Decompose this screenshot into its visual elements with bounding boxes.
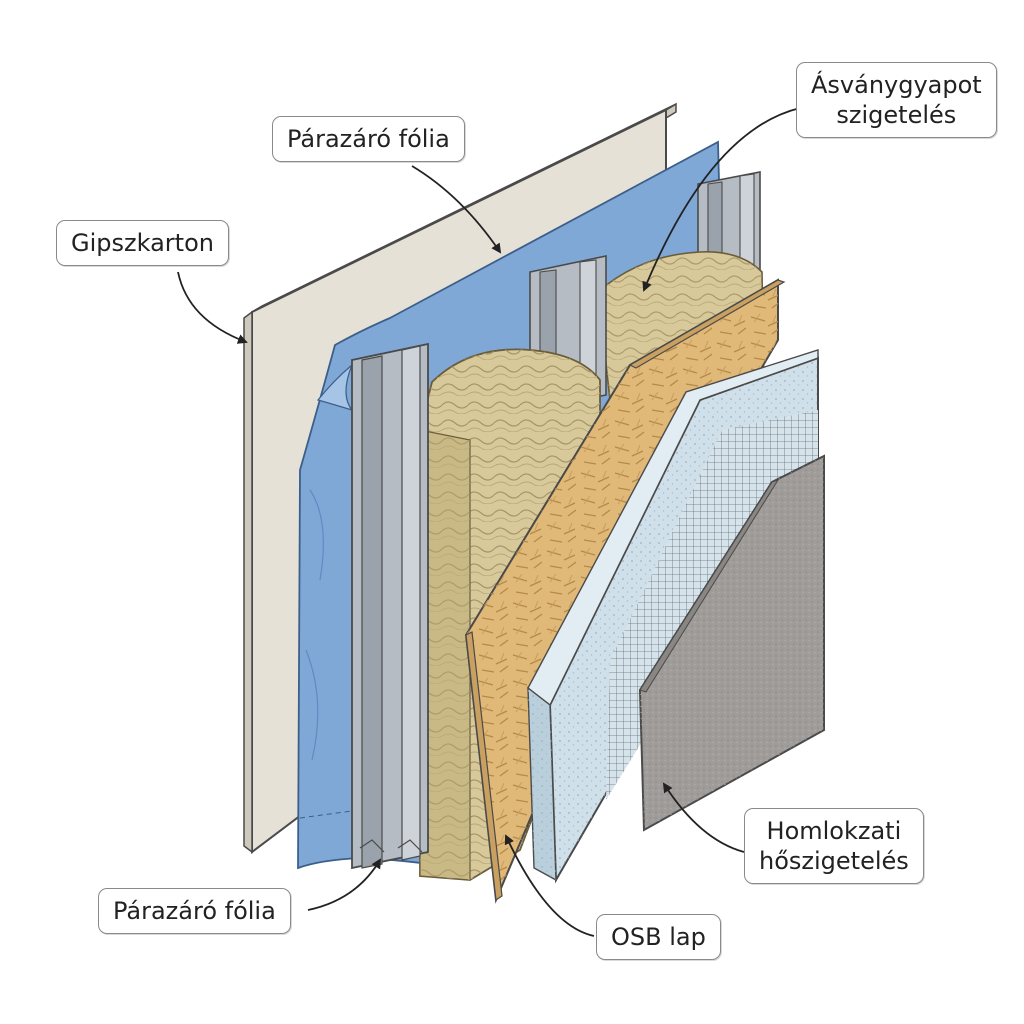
label-parazaro-folia-bottom: Párazáró fólia	[98, 888, 291, 934]
leader-arrows	[177, 107, 801, 937]
arrow-osb	[504, 834, 595, 937]
arrow-asvanygyapot	[642, 107, 801, 292]
label-asvanygyapot-szigeteles: Ásványgyapot szigetelés	[796, 62, 997, 138]
render-plaster	[638, 454, 825, 832]
label-homlokzati-hoszigeteles: Homlokzati hőszigetelés	[744, 808, 924, 884]
label-osb-lap: OSB lap	[596, 914, 721, 960]
metal-stud-front	[351, 342, 429, 870]
arrow-parazaro-bottom	[307, 858, 382, 911]
arrow-gipszkarton	[177, 271, 248, 344]
label-gipszkarton: Gipszkarton	[56, 220, 229, 266]
arrow-homlokzati	[662, 782, 745, 853]
label-parazaro-folia-top: Párazáró fólia	[272, 116, 465, 162]
arrow-parazaro-top	[411, 165, 502, 254]
